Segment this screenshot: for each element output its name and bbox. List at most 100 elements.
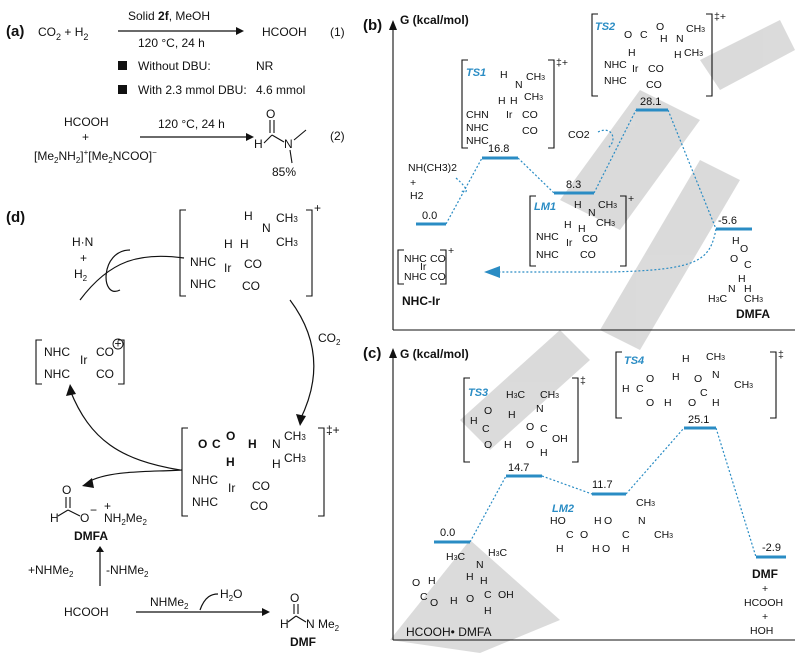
svg-text:+: + [115, 337, 122, 351]
svg-text:H: H [280, 617, 289, 631]
svg-text:CO: CO [242, 279, 260, 293]
eq2-number: (2) [330, 129, 345, 143]
svg-text:H: H [480, 575, 488, 587]
svg-text:O: O [198, 437, 207, 451]
c-value-product: -2.9 [762, 542, 781, 554]
d-cycle-arrow-1 [79, 255, 185, 301]
svg-text:H: H [500, 69, 508, 81]
svg-text:N: N [272, 437, 281, 451]
d-nhme2: NHMe2 [150, 595, 189, 611]
svg-text:O: O [412, 577, 420, 589]
panel-c: (c) G (kcal/mol) 0.0 14.7 11.7 25.1 -2.9… [363, 345, 795, 641]
svg-text:HO: HO [550, 515, 566, 527]
svg-text:CO: CO [96, 367, 114, 381]
svg-text:CH3: CH3 [636, 497, 655, 509]
svg-text:CO: CO [582, 233, 598, 245]
d-plus: + [80, 251, 87, 265]
d-hcooh: HCOOH [64, 605, 109, 619]
svg-text:Ir: Ir [632, 63, 639, 75]
svg-text:CH3: CH3 [734, 379, 753, 391]
d-complex-top: H N CH3 CH3 H H NHC Ir CO NHC CO + [179, 201, 321, 297]
svg-text:H: H [224, 237, 233, 251]
eq1-reactants: CO2 + H2 [38, 25, 88, 42]
svg-text:N: N [284, 137, 293, 151]
svg-text:H: H [594, 515, 602, 527]
svg-text:C: C [540, 423, 548, 435]
svg-text:Ir: Ir [224, 261, 231, 275]
svg-text:H: H [622, 543, 630, 555]
d-h2: H2 [74, 267, 88, 283]
svg-text:H: H [450, 595, 458, 607]
hcooh-dmfa-structure: H3C H3C N H H O H C C O H O OH H HCOOH• … [406, 547, 514, 639]
b-co2: CO2 [568, 129, 590, 141]
svg-text:O: O [484, 439, 492, 451]
svg-text:N: N [476, 559, 484, 571]
ts3-structure: TS3 H3C CH3 N O H H C C O O H O OH H ‡ [463, 375, 586, 463]
panel-a: (a) CO2 + H2 Solid 2f, MeOH 120 °C, 24 h… [6, 9, 345, 179]
d-cycle-arrow-2 [289, 299, 315, 421]
d-complex-left: NHC Ir CO NHC CO + [35, 337, 125, 385]
svg-text:CO: CO [522, 109, 538, 121]
b-co2-arrow [597, 129, 614, 149]
svg-text:CO: CO [244, 257, 262, 271]
svg-text:O: O [580, 529, 588, 541]
b-value-lm1: 8.3 [566, 179, 581, 191]
svg-text:H3C: H3C [488, 547, 508, 559]
svg-text:H: H [628, 47, 636, 59]
panel-c-label: (c) [363, 345, 381, 362]
ts4-label: TS4 [624, 355, 644, 367]
ts1-structure: TS1 H N CH3 CH3 H H CHN Ir CO NHC CO NHC… [461, 57, 568, 149]
d-complex-ts: O C O H N CH3 CH3 H H NHC Ir CO NHC CO ‡… [181, 423, 340, 517]
svg-text:C: C [212, 437, 221, 451]
svg-text:CH3: CH3 [526, 71, 545, 83]
dmf-structure-a: O H N [254, 107, 307, 164]
svg-text:CH3: CH3 [598, 199, 617, 211]
eq2-arrowhead [246, 133, 254, 141]
svg-text:O: O [624, 29, 632, 41]
svg-text:H: H [504, 439, 512, 451]
b-reagent-plus: + [410, 177, 416, 189]
svg-text:N: N [515, 79, 523, 91]
b-value-ts1: 16.8 [488, 143, 509, 155]
c-axis-label: G (kcal/mol) [400, 347, 469, 361]
svg-text:CO: CO [580, 249, 596, 261]
b-reagent-nh: NH(CH3)2 [408, 162, 457, 174]
svg-text:H: H [248, 437, 257, 451]
svg-text:CH3: CH3 [276, 235, 298, 249]
nhc-ir-label: NHC-Ir [402, 294, 440, 308]
svg-text:C: C [636, 383, 644, 395]
svg-text:H: H [738, 273, 746, 285]
eq1-conditions-above: Solid 2f, MeOH [128, 9, 210, 23]
eq2-yield: 85% [272, 165, 296, 179]
svg-text:H: H [540, 447, 548, 459]
svg-text:H3C: H3C [708, 293, 728, 305]
svg-text:OH: OH [498, 589, 514, 601]
c-value-lm2: 11.7 [592, 479, 613, 491]
svg-text:NHC: NHC [604, 59, 627, 71]
svg-text:Ir: Ir [228, 481, 235, 495]
c-plus-1: + [762, 583, 768, 595]
b-reagent-h2: H2 [410, 190, 424, 202]
d-eq-right: -NHMe2 [106, 563, 149, 579]
svg-text:H: H [226, 455, 235, 469]
svg-text:O: O [730, 253, 738, 265]
svg-text:CH3: CH3 [684, 47, 703, 59]
d-dmf-structure: O H N Me2 DMF [280, 591, 340, 649]
svg-text:Ir: Ir [566, 237, 573, 249]
d-release-arrow [87, 469, 183, 483]
panel-a-label: (a) [6, 23, 24, 40]
svg-text:CO: CO [252, 479, 270, 493]
d-eq-left: +NHMe2 [28, 563, 74, 579]
svg-text:H: H [498, 95, 506, 107]
svg-text:H: H [712, 397, 720, 409]
svg-text:O: O [80, 511, 89, 525]
svg-text:O: O [688, 397, 696, 409]
ts2-structure: TS2 O C O H N CH3 CH3 H H NHC Ir CO NHC … [591, 11, 726, 97]
c-start-label: HCOOH• DMFA [406, 625, 492, 639]
d-cycle-arrow-3 [69, 389, 181, 471]
svg-text:O: O [62, 483, 71, 497]
svg-text:CH3: CH3 [284, 451, 306, 465]
eq2-conditions: 120 °C, 24 h [158, 117, 225, 131]
b-value-ts2: 28.1 [640, 96, 661, 108]
nhc-ir-structure: NHC Ir CO NHC CO + NHC-Ir [397, 245, 454, 308]
